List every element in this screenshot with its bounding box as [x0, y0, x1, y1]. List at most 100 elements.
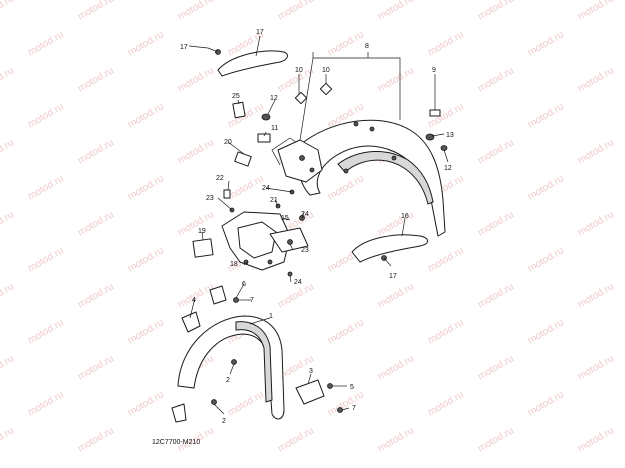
callout-17b: 17 — [389, 273, 397, 280]
watermark-text: motod.ru — [526, 101, 566, 130]
callout-23a: 23 — [206, 195, 214, 202]
watermark-text: motod.ru — [376, 65, 416, 94]
watermark-text: motod.ru — [0, 209, 16, 238]
watermark-text: motod.ru — [526, 245, 566, 274]
callout-25: 25 — [232, 93, 240, 100]
front-fender — [171, 285, 343, 423]
watermark-text: motod.ru — [476, 137, 516, 166]
watermark-text: motod.ru — [0, 353, 16, 382]
watermark-text: motod.ru — [326, 173, 366, 202]
watermark-text: motod.ru — [526, 317, 566, 346]
callout-5: 5 — [350, 384, 354, 391]
callout-20: 20 — [224, 139, 232, 146]
watermark-text: motod.ru — [376, 209, 416, 238]
callout-24a: 24 — [262, 185, 270, 192]
watermark-text: motod.ru — [576, 0, 616, 23]
callout-23b: 23 — [301, 247, 309, 254]
watermark-text: motod.ru — [526, 29, 566, 58]
watermark-text: motod.ru — [476, 209, 516, 238]
watermark-text: motod.ru — [176, 137, 216, 166]
watermark-text: motod.ru — [176, 65, 216, 94]
watermark-text: motod.ru — [126, 101, 166, 130]
diagram-code: 12C7700-M210 — [152, 439, 200, 446]
callout-12a: 12 — [270, 95, 278, 102]
callout-16: 17 — [256, 29, 264, 36]
watermark-text: motod.ru — [126, 173, 166, 202]
watermark-text: motod.ru — [426, 389, 466, 418]
watermark-text: motod.ru — [576, 425, 616, 454]
watermark-text: motod.ru — [376, 0, 416, 23]
small-parts — [207, 47, 448, 277]
watermark-text: motod.ru — [476, 281, 516, 310]
watermark-text: motod.ru — [576, 209, 616, 238]
callout-10a: 10 — [295, 67, 303, 74]
watermark-text: motod.ru — [476, 65, 516, 94]
watermark-text: motod.ru — [526, 173, 566, 202]
callout-12b: 12 — [444, 165, 452, 172]
watermark-text: motod.ru — [326, 317, 366, 346]
callout-14: 15 — [281, 215, 289, 222]
watermark-text: motod.ru — [376, 353, 416, 382]
watermark-text: motod.ru — [326, 389, 366, 418]
watermark-text: motod.ru — [0, 137, 16, 166]
callout-17a: 17 — [180, 44, 188, 51]
watermark-text: motod.ru — [226, 101, 266, 130]
callout-2a: 2 — [226, 377, 230, 384]
watermark-text: motod.ru — [276, 425, 316, 454]
callout-24c: 24 — [294, 279, 302, 286]
watermark-text: motod.ru — [26, 173, 66, 202]
callout-2b: 2 — [222, 418, 226, 425]
watermark-text: motod.ru — [26, 29, 66, 58]
license-bracket — [192, 211, 309, 271]
watermark-text: motod.ru — [476, 353, 516, 382]
watermark-text: motod.ru — [126, 389, 166, 418]
watermark-text: motod.ru — [576, 353, 616, 382]
callout-13: 13 — [446, 132, 454, 139]
callout-7a: 7 — [250, 297, 254, 304]
watermark-text: motod.ru — [476, 425, 516, 454]
watermark-text: motod.ru — [76, 0, 116, 23]
watermark-text: motod.ru — [126, 29, 166, 58]
callout-4: 4 — [192, 297, 196, 304]
watermark-text: motod.ru — [276, 0, 316, 23]
callout-21: 21 — [270, 197, 278, 204]
watermark-text: motod.ru — [176, 209, 216, 238]
watermark-text: motod.ru — [76, 353, 116, 382]
callout-18: 18 — [230, 261, 238, 268]
watermark-text: motod.ru — [26, 101, 66, 130]
watermark-text: motod.ru — [226, 389, 266, 418]
watermark-text: motod.ru — [0, 65, 16, 94]
watermark-text: motod.ru — [576, 281, 616, 310]
callout-10b: 10 — [322, 67, 330, 74]
rear-fender — [271, 119, 446, 237]
watermark-text: motod.ru — [0, 0, 16, 23]
watermark-text: motod.ru — [426, 29, 466, 58]
watermark-text: motod.ru — [176, 0, 216, 23]
callout-labels: 8 17 17 10 10 9 25 12 11 20 13 12 22 24 … — [180, 29, 454, 425]
leader-lines — [188, 35, 449, 415]
watermark-text: motod.ru — [126, 245, 166, 274]
callout-6: 6 — [242, 281, 246, 288]
watermark-text: motod.ru — [76, 137, 116, 166]
callout-11: 11 — [271, 125, 278, 132]
watermark-text: motod.ru — [426, 317, 466, 346]
callout-22: 22 — [216, 175, 224, 182]
callout-24b: 24 — [301, 211, 309, 218]
watermark-text: motod.ru — [76, 209, 116, 238]
watermark-text: motod.ru — [526, 389, 566, 418]
watermark-text: motod.ru — [76, 65, 116, 94]
callout-1: 1 — [269, 313, 273, 320]
watermark-text: motod.ru — [26, 389, 66, 418]
watermark-text: motod.ru — [0, 281, 16, 310]
callout-8: 8 — [365, 43, 369, 50]
watermark-text: motod.ru — [0, 425, 16, 454]
watermark-text: motod.ru — [426, 245, 466, 274]
watermark-text: motod.ru — [576, 137, 616, 166]
watermark-text: motod.ru — [576, 65, 616, 94]
watermark-text: motod.ru — [376, 425, 416, 454]
callout-7b: 7 — [352, 405, 356, 412]
callout-15: 16 — [401, 213, 409, 220]
watermark-text: motod.ru — [176, 281, 216, 310]
watermark-text: motod.ru — [76, 425, 116, 454]
